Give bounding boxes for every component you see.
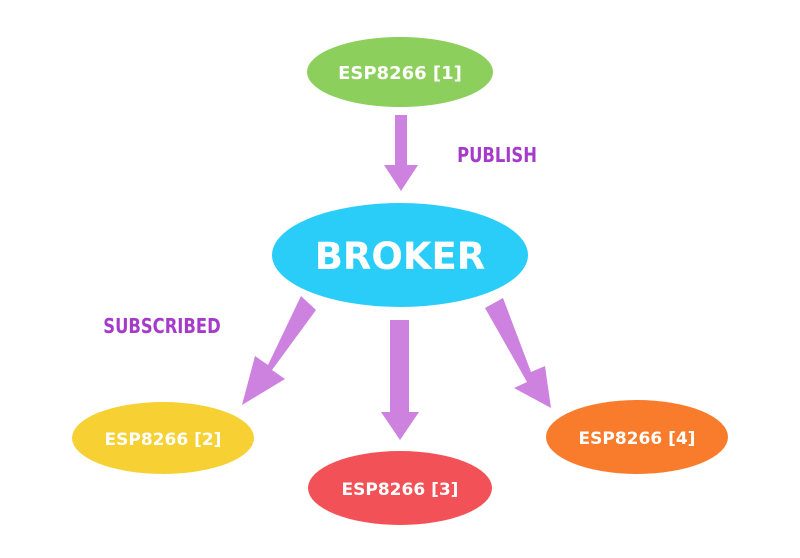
arrows <box>242 115 551 440</box>
node-esp1-shape <box>307 37 493 107</box>
node-esp4-label: ESP8266 [4] <box>579 429 696 449</box>
node-esp4-shape <box>546 400 728 474</box>
node-esp2-label: ESP8266 [2] <box>105 430 222 450</box>
arrow-broker-to-esp4 <box>485 298 551 408</box>
node-esp1: ESP8266 [1] <box>307 37 493 107</box>
arrow-broker-to-esp2 <box>242 296 316 405</box>
node-esp1-label: ESP8266 [1] <box>338 63 462 84</box>
node-esp4: ESP8266 [4] <box>546 400 728 474</box>
node-esp2: ESP8266 [2] <box>72 402 254 474</box>
node-esp2-shape <box>72 402 254 474</box>
node-esp3-label: ESP8266 [3] <box>342 480 459 500</box>
node-broker-label: BROKER <box>315 235 486 278</box>
subscribed-label: SUBSCRIBED <box>103 316 220 339</box>
publish-label: PUBLISH <box>457 145 537 168</box>
node-broker: BROKER <box>272 203 528 307</box>
node-broker-shape <box>272 203 528 307</box>
arrow-publish-esp1-to-broker <box>384 115 418 191</box>
node-esp3-shape <box>308 451 492 525</box>
node-esp3: ESP8266 [3] <box>308 451 492 525</box>
arrow-broker-to-esp3 <box>381 320 419 440</box>
